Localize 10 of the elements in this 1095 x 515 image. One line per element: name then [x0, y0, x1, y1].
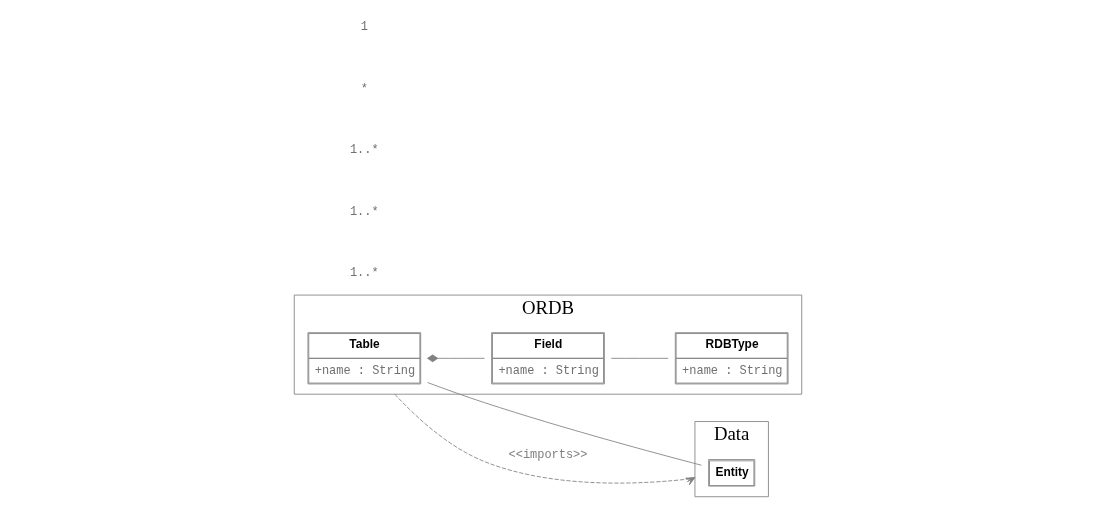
connector: [426, 354, 485, 363]
connector: [426, 382, 702, 466]
arrow: [393, 393, 695, 486]
connector: [610, 357, 669, 359]
label: 1..*: [349, 143, 379, 158]
label: 1..*: [349, 266, 379, 281]
edge-label: <<imports>>: [508, 448, 587, 463]
label: 1..*: [349, 204, 379, 219]
label: *: [360, 81, 368, 96]
label: 1: [360, 19, 368, 34]
